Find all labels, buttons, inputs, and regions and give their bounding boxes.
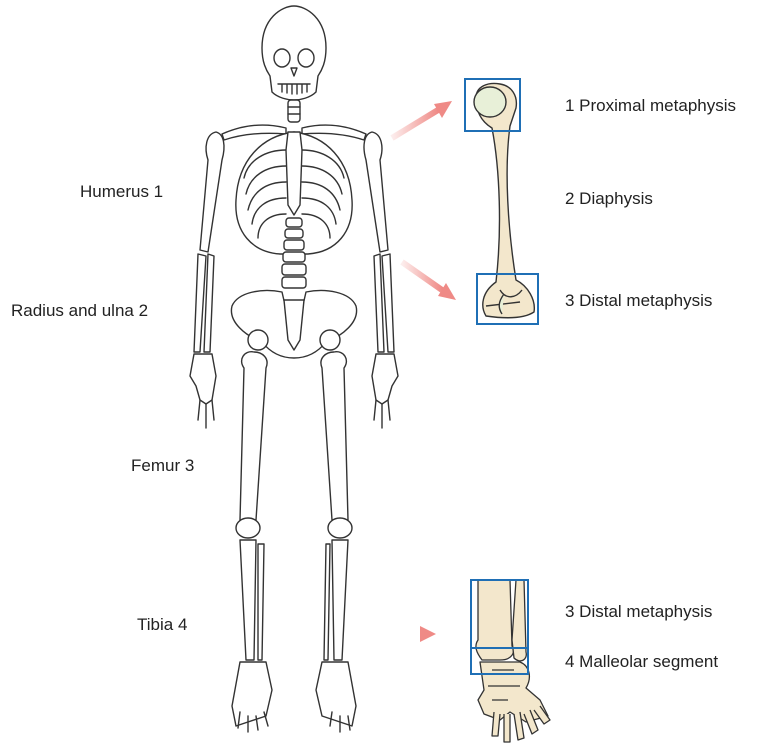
label-proximal-metaphysis: 1 Proximal metaphysis — [565, 97, 736, 114]
label-diaphysis: 2 Diaphysis — [565, 190, 653, 207]
neck-vertebrae — [288, 100, 300, 122]
humeral-head — [474, 87, 506, 117]
label-malleolar-segment: 4 Malleolar segment — [565, 653, 718, 670]
label-radius-ulna: Radius and ulna 2 — [11, 302, 148, 319]
label-tibia: Tibia 4 — [137, 616, 187, 633]
label-distal-metaphysis: 3 Distal metaphysis — [565, 292, 712, 309]
arrow-to-distal — [402, 262, 456, 300]
ankle-detail — [476, 580, 550, 742]
label-femur: Femur 3 — [131, 457, 194, 474]
arrow-to-proximal — [392, 101, 452, 138]
humerus-bone — [476, 84, 534, 318]
humerus-detail — [474, 84, 534, 318]
label-ankle-distal-metaphysis: 3 Distal metaphysis — [565, 603, 712, 620]
arrow-to-ankle — [366, 626, 436, 642]
label-humerus: Humerus 1 — [80, 183, 163, 200]
skull — [262, 6, 326, 100]
skeleton — [190, 6, 398, 732]
legs — [232, 352, 356, 732]
pelvis — [231, 291, 356, 358]
